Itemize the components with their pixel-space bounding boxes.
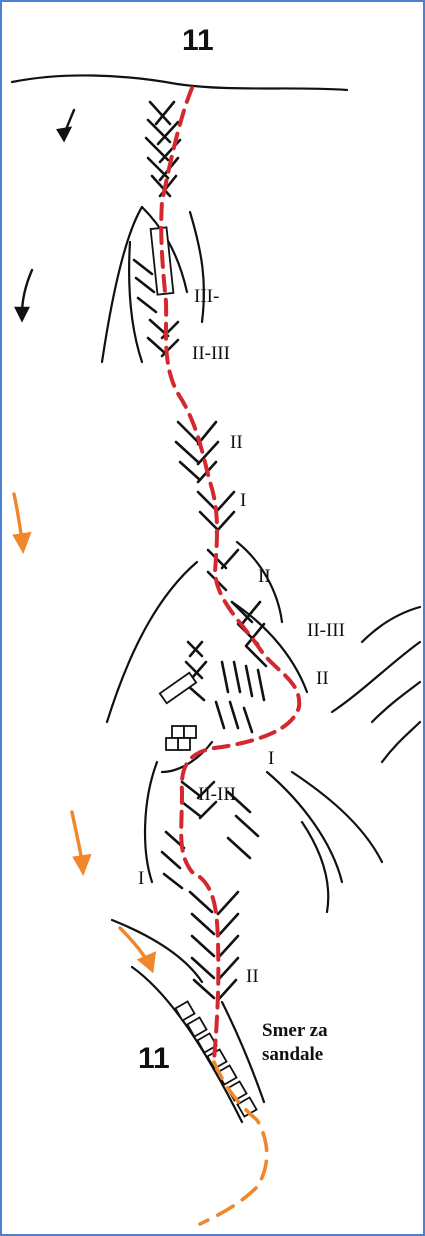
route-number-top: 11 [182, 24, 214, 57]
grade-label: II-III [198, 784, 236, 805]
grade-label: I [138, 868, 144, 889]
route-number-bottom: 11 [138, 1042, 170, 1075]
grade-label: II [258, 566, 271, 587]
grade-label: II-III [307, 620, 345, 641]
grade-label: II [230, 432, 243, 453]
fall-line-arrow-icon [16, 110, 74, 320]
descent-note-line2: sandale [262, 1044, 323, 1065]
grade-label: I [268, 748, 274, 769]
grade-label: II [316, 668, 329, 689]
descent-note-line1: Smer za [262, 1020, 328, 1041]
climbing-route-line [161, 88, 299, 1060]
descent-arrow-icon [14, 494, 154, 970]
grade-label: II-III [192, 343, 230, 364]
grade-label: III- [194, 286, 219, 307]
grade-label: I [240, 490, 246, 511]
summit-ridge [12, 75, 347, 90]
rock-outlines [102, 207, 420, 1122]
grade-label: II [246, 966, 259, 987]
